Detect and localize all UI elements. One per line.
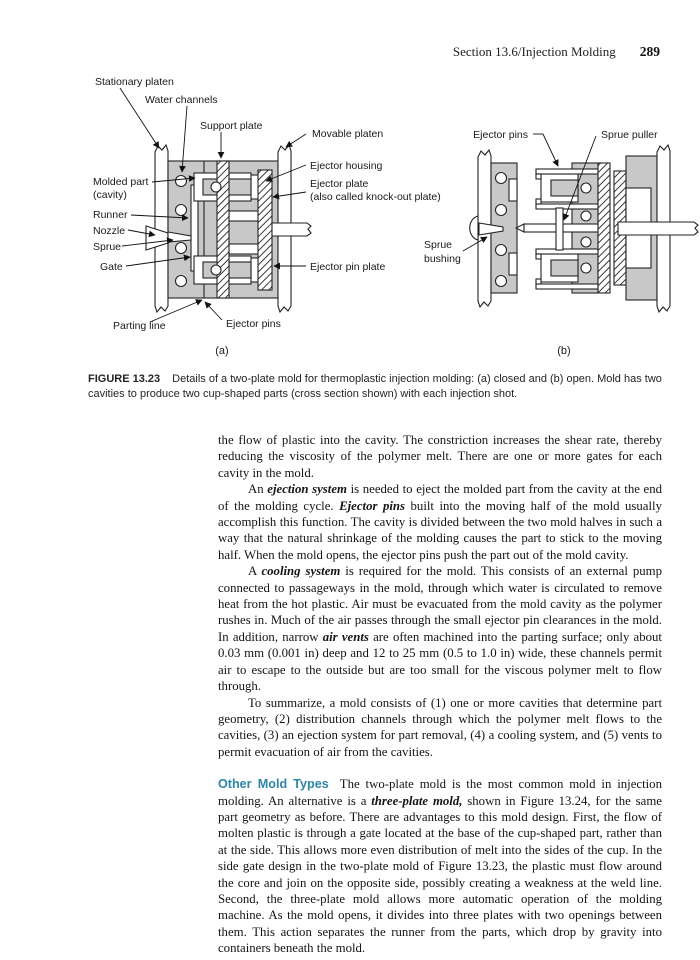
panel-a-closed-mold bbox=[145, 143, 312, 314]
panel-b-open-mold bbox=[469, 143, 699, 314]
paragraph-2: An ejection system is needed to eject th… bbox=[218, 482, 663, 562]
label-molded-part-2: (cavity) bbox=[93, 189, 127, 201]
water-channel bbox=[494, 203, 508, 217]
water-channel bbox=[580, 182, 592, 194]
panel-a-leaders bbox=[119, 87, 307, 323]
water-channel bbox=[174, 174, 188, 188]
pin-hook bbox=[535, 173, 542, 180]
sprue-bushing-shape bbox=[469, 215, 479, 241]
label-parting-line: Parting line bbox=[113, 320, 166, 332]
ejector-pin-b bbox=[535, 168, 599, 175]
label-sprue: Sprue bbox=[93, 241, 121, 253]
pin-band-3 bbox=[228, 243, 260, 255]
pin-band-2 bbox=[228, 210, 260, 222]
pin-hook bbox=[535, 253, 542, 260]
water-channel bbox=[494, 171, 508, 185]
panel-a-tag: (a) bbox=[215, 345, 228, 357]
stationary-platen-bar bbox=[154, 143, 169, 314]
label-movable-platen: Movable platen bbox=[312, 128, 383, 140]
label-sprue-puller: Sprue puller bbox=[601, 129, 658, 141]
term-three-plate-mold: three-plate mold, bbox=[371, 793, 463, 808]
running-head: Section 13.6/Injection Molding 289 bbox=[453, 44, 660, 60]
cavity-notch-bottom bbox=[508, 252, 518, 276]
label-nozzle: Nozzle bbox=[93, 225, 125, 237]
section-heading-other-mold-types: Other Mold Types bbox=[218, 777, 329, 792]
water-channel bbox=[580, 236, 592, 248]
label-ejector-pin-plate: Ejector pin plate bbox=[310, 261, 385, 273]
water-channel bbox=[494, 274, 508, 288]
label-water-channels: Water channels bbox=[145, 94, 218, 106]
water-channel bbox=[494, 243, 508, 257]
pin-hook bbox=[535, 198, 542, 205]
label-ejector-plate: Ejector plate bbox=[310, 178, 369, 190]
support-plate-hatch-b bbox=[597, 162, 611, 294]
ejector-rod-b bbox=[617, 221, 699, 236]
label-sprue-bushing-2: bushing bbox=[424, 253, 461, 265]
runner-tip-b bbox=[514, 223, 525, 233]
figure-13-23: Stationary platen Water channels Support… bbox=[0, 70, 700, 370]
section-title: Section 13.6/Injection Molding bbox=[452, 44, 616, 59]
ejector-pin-b bbox=[535, 203, 599, 210]
label-sprue-bushing: Sprue bbox=[424, 239, 452, 251]
ejector-pin-b bbox=[535, 283, 599, 290]
water-channel bbox=[174, 274, 188, 288]
panel-b-leaders bbox=[462, 133, 597, 252]
paragraph-1: the flow of plastic into the cavity. The… bbox=[218, 433, 662, 480]
panel-b-tag: (b) bbox=[557, 345, 570, 357]
water-channel bbox=[174, 241, 188, 255]
mold-diagram-svg: Stationary platen Water channels Support… bbox=[93, 76, 699, 357]
label-ejector-pins-b: Ejector pins bbox=[473, 129, 528, 141]
sprue-hole bbox=[478, 222, 504, 236]
water-channel bbox=[174, 203, 188, 217]
sprue-puller-pin bbox=[555, 207, 564, 251]
panel-a-labels: Stationary platen Water channels Support… bbox=[93, 76, 441, 357]
page-number: 289 bbox=[639, 44, 660, 59]
pin-hook bbox=[535, 278, 542, 285]
label-molded-part: Molded part bbox=[93, 176, 149, 188]
term-ejection-system: ejection system bbox=[267, 482, 347, 497]
ejector-plate-hatch bbox=[257, 169, 273, 291]
label-gate: Gate bbox=[100, 261, 123, 273]
cup-core-top-b bbox=[550, 179, 579, 197]
label-support-plate: Support plate bbox=[200, 120, 263, 132]
support-plate-hatch bbox=[216, 160, 230, 299]
term-air-vents: air vents bbox=[322, 629, 369, 644]
body-text-column: the flow of plastic into the cavity. The… bbox=[218, 432, 662, 957]
cavity-notch-top bbox=[508, 178, 518, 202]
panel-b-labels: Ejector pins Sprue puller Sprue bushing … bbox=[424, 129, 658, 357]
label-stationary-platen: Stationary platen bbox=[95, 76, 174, 88]
label-ejector-housing: Ejector housing bbox=[310, 160, 383, 172]
term-cooling-system: cooling system bbox=[261, 564, 341, 579]
ejector-rod bbox=[271, 222, 312, 237]
water-channel bbox=[580, 262, 592, 274]
paragraph-3: A cooling system is required for the mol… bbox=[218, 564, 662, 694]
label-runner: Runner bbox=[93, 209, 128, 221]
figure-caption-text: Details of a two-plate mold for thermopl… bbox=[88, 373, 662, 400]
label-ejector-plate-2: (also called knock-out plate) bbox=[310, 191, 441, 203]
water-channel bbox=[580, 210, 592, 222]
water-channel bbox=[210, 264, 222, 276]
water-channel bbox=[210, 181, 222, 193]
cup-core-bottom-b bbox=[550, 259, 579, 277]
figure-caption-tag: FIGURE 13.23 bbox=[88, 373, 161, 385]
term-ejector-pins: Ejector pins bbox=[339, 498, 406, 513]
ejector-pin-b bbox=[535, 248, 599, 255]
paragraph-4: To summarize, a mold consists of (1) one… bbox=[218, 695, 662, 759]
label-ejector-pins-a: Ejector pins bbox=[226, 318, 281, 330]
